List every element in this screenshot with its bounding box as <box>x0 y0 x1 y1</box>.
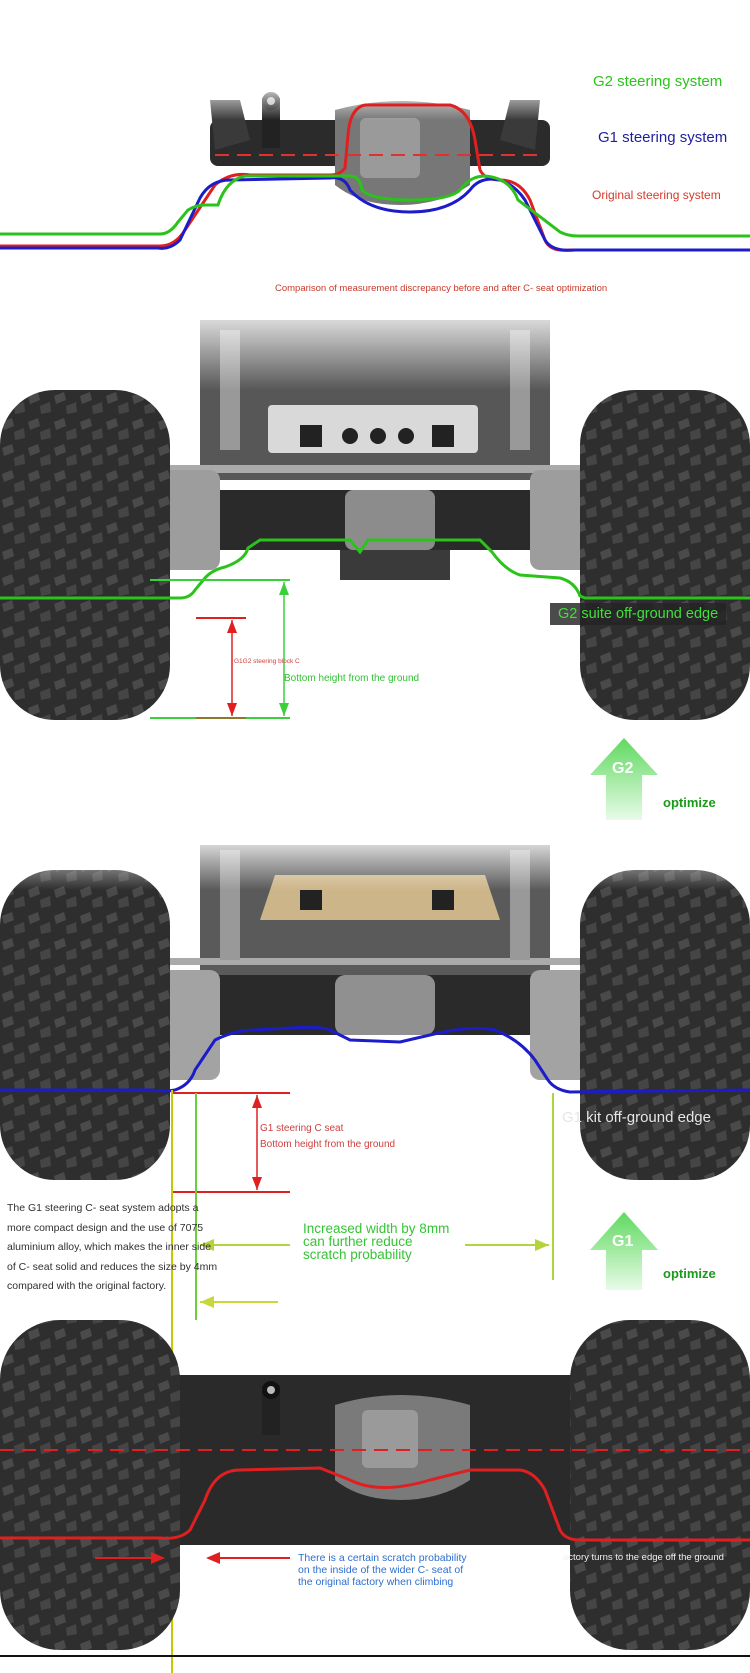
width-note-line-1: Increased width by 8mm <box>303 1221 450 1236</box>
g2-optimize-arrow <box>590 738 658 820</box>
g1-tire-right <box>580 870 750 1180</box>
original-tire-left <box>0 1320 180 1650</box>
scratch-note-line-2: on the inside of the wider C- seat of <box>298 1564 464 1576</box>
g1-profile-line <box>0 176 750 252</box>
g1-description-paragraph: The G1 steering C- seat system adopts a … <box>7 1202 218 1293</box>
g1-offground-line <box>0 1025 750 1094</box>
g1-height-label: Bottom height from the ground <box>260 1139 396 1150</box>
g2-offground-line <box>0 538 750 600</box>
g1-badge: G1 <box>612 1233 634 1250</box>
legend-original: Original steering system <box>592 188 721 202</box>
width-note-line-2: can further reduce <box>303 1234 413 1249</box>
g1-offground-edge-label: G1 kit off-ground edge <box>562 1109 711 1126</box>
g2-optimize-label: optimize <box>663 795 716 810</box>
g2-offground-edge-label: G2 suite off-ground edge <box>550 603 727 625</box>
width-note-line-3: scratch probability <box>303 1247 412 1262</box>
scratch-note: There is a certain scratch probability o… <box>298 1552 467 1588</box>
g2-badge: G2 <box>612 760 634 777</box>
g2-tire-right <box>580 390 750 720</box>
g2-tire-left <box>0 390 170 720</box>
scratch-note-line-1: There is a certain scratch probability <box>298 1552 467 1564</box>
legend-g1: G1 steering system <box>598 129 728 146</box>
g1-optimize-label: optimize <box>663 1266 716 1281</box>
axle-comparison-graphic <box>0 80 750 252</box>
g2-height-label: Bottom height from the ground <box>284 673 420 684</box>
original-offground-line <box>0 1466 750 1542</box>
g2-steering-block-label: G1G2 steering block C <box>234 658 300 665</box>
g1-tire-left <box>0 870 170 1180</box>
comparison-caption: Comparison of measurement discrepancy be… <box>275 283 608 294</box>
width-note: Increased width by 8mm can further reduc… <box>303 1221 450 1262</box>
original-chassis <box>170 1375 580 1545</box>
scratch-note-line-3: the original factory when climbing <box>298 1576 454 1588</box>
original-tire-right <box>570 1320 750 1650</box>
legend-g2: G2 steering system <box>593 73 723 90</box>
factory-edge-note: actory turns to the edge off the ground <box>563 1552 724 1563</box>
g2-chassis <box>150 320 600 580</box>
g1-steering-seat-label: G1 steering C seat <box>260 1123 344 1134</box>
g2-profile-line <box>0 174 750 238</box>
g1-optimize-arrow <box>590 1212 658 1290</box>
